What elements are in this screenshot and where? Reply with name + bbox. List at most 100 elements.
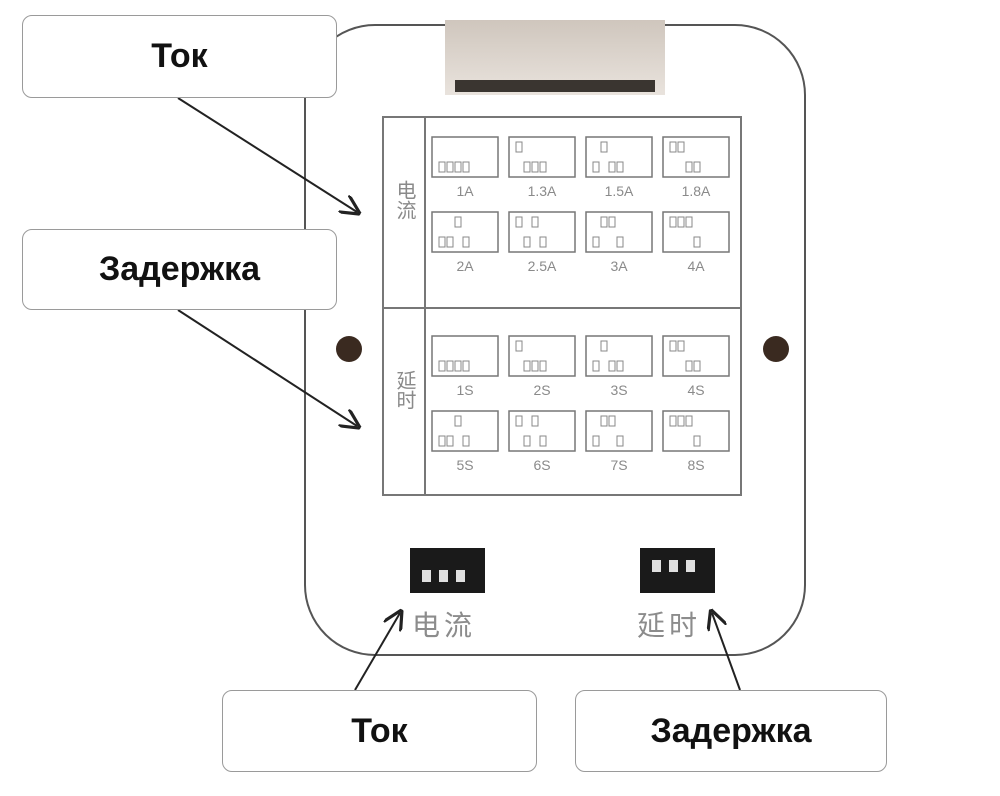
dip-switch-position [462,161,470,173]
dip-switch-position [685,415,693,427]
dip-switch-position [608,415,616,427]
dip-pattern-2-5a [508,211,576,253]
dip-switch-position [539,360,547,372]
delay-switch-label: 延时 [637,609,702,642]
dip-switch-position [446,161,454,173]
dip-switch-position [669,340,677,352]
dip-switch-position [438,236,446,248]
dip-switch-position [592,236,600,248]
setting-label: 6S [533,457,551,473]
mounting-hole-left [336,336,362,362]
setting-label: 1S [456,382,474,398]
dip-pattern-1-8a [662,136,730,178]
dip-switch-position [446,435,454,447]
dip-switch-position [523,360,531,372]
dip-switch-position [600,216,608,228]
dip-switch-position [693,161,701,173]
dip-switch-position [669,415,677,427]
setting-label: 1.8A [681,183,711,199]
dip-switch-position [438,435,446,447]
dip-switch-position [531,161,539,173]
dip-switch-position [677,340,685,352]
current-section-label: 电流 [393,180,417,220]
dip-switch-position [523,161,531,173]
dip-switch-position [531,360,539,372]
dip-switch-position [608,161,616,173]
dip-switch-position [669,141,677,153]
dip-pattern-2a [431,211,499,253]
dip-pattern-1a [431,136,499,178]
dip-switch-position [515,141,523,153]
setting-label: 3S [610,382,628,398]
arrow-delay-bottom [712,613,741,691]
dip-pattern-8s [662,410,730,452]
setting-label: 2A [456,258,474,274]
dip-switch-position [539,236,547,248]
setting-label: 2S [533,382,551,398]
dip-switch-position [669,216,677,228]
setting-label: 1.3A [527,183,557,199]
dip-switch-position [462,236,470,248]
dip-switch-position [616,236,624,248]
callout-delay-bottom: Задержка [575,690,887,772]
dip-pattern-1-3a [508,136,576,178]
arrow-current-top [177,97,357,212]
dip-pattern-4s [662,335,730,377]
dip-switch-position [616,435,624,447]
setting-label: 4S [687,382,705,398]
dip-switch-position [592,435,600,447]
arrow-delay-top [177,309,357,426]
dip-switch-position [454,216,462,228]
dip-switch-position [454,360,462,372]
dip-switch-position [685,216,693,228]
dip-switch-position [446,236,454,248]
dip-switch-position [539,161,547,173]
callout-current-top: Ток [22,15,337,98]
dip-switch-position [693,360,701,372]
dip-switch-position [677,141,685,153]
dip-pattern-6s [508,410,576,452]
dip-switch-position [515,216,523,228]
setting-label: 2.5A [527,258,557,274]
dip-switch-position [523,435,531,447]
dip-switch-position [685,161,693,173]
delay-section-label: 延时 [393,370,417,410]
dip-switch-position [677,415,685,427]
dip-switch-position [592,161,600,173]
setting-label: 1.5A [604,183,634,199]
dip-switch-position [677,216,685,228]
callout-current-bottom: Ток [222,690,537,772]
callout-delay-top: Задержка [22,229,337,310]
dip-switch-position [438,360,446,372]
dip-switch-position [592,360,600,372]
dip-switch-position [685,360,693,372]
settings-table [382,116,742,496]
dip-switch-position [608,360,616,372]
dip-switch-position [616,360,624,372]
dip-switch-position [523,236,531,248]
dip-pattern-3s [585,335,653,377]
dip-switch-position [531,415,539,427]
dip-pattern-7s [585,410,653,452]
dip-switch-position [454,415,462,427]
dip-pattern-3a [585,211,653,253]
setting-label: 8S [687,457,705,473]
dip-pattern-4a [662,211,730,253]
dip-switch-position [531,216,539,228]
dip-pattern-1s [431,335,499,377]
dip-switch-position [446,360,454,372]
current-dip-switch [410,548,485,593]
dip-pattern-cells [431,136,730,452]
dip-switch-position [693,236,701,248]
dip-switch-position [515,340,523,352]
mounting-hole-right [763,336,789,362]
dip-pattern-5s [431,410,499,452]
setting-label: 5S [456,457,474,473]
current-switch-label: 电流 [412,609,477,642]
dip-switch-position [608,216,616,228]
dip-switch-position [600,340,608,352]
setting-label: 7S [610,457,628,473]
dip-switch-position [462,360,470,372]
delay-dip-switch [640,548,715,593]
